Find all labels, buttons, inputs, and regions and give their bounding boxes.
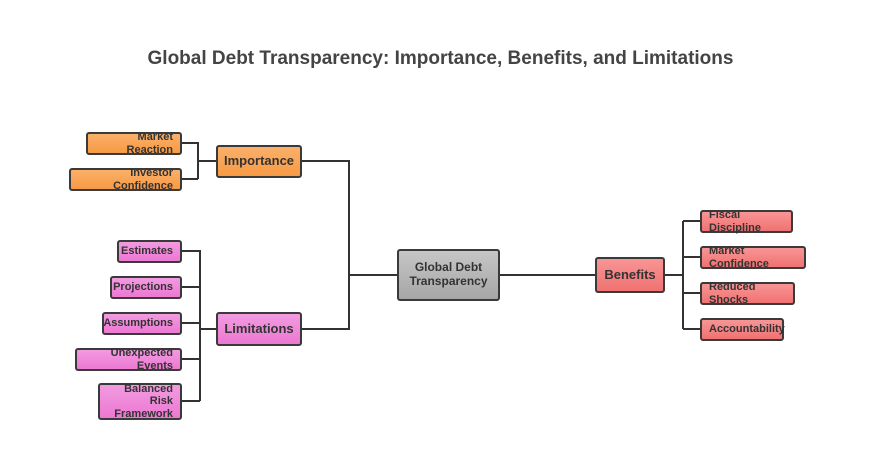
- benefits-item-accountability: Accountability: [700, 318, 785, 341]
- benefits-item-label: Reduced Shocks: [709, 280, 756, 306]
- importance-item-investor-confidence: Investor Confidence: [69, 166, 182, 192]
- limitations-item-label: Projections: [113, 281, 173, 294]
- benefits-item-label: Fiscal Discipline: [709, 208, 761, 234]
- importance-item-label: Investor Confidence: [113, 166, 173, 192]
- limitations-item-unexpected-events: Unexpected Events: [75, 346, 182, 372]
- label-line: Framework: [114, 407, 173, 420]
- benefits-item-market-confidence: Market Confidence: [700, 244, 806, 270]
- benefits-item-fiscal-discipline: Fiscal Discipline: [700, 208, 793, 234]
- limitations-item-label: Balanced Risk Framework: [107, 383, 173, 421]
- limitations-label: Limitations: [224, 320, 294, 336]
- limitations-item-balanced-risk-framework: Balanced Risk Framework: [98, 383, 182, 420]
- benefits-item-label: Market Confidence: [709, 244, 769, 270]
- limitations-item-estimates: Estimates: [117, 240, 182, 263]
- limitations-item-projections: Projections: [110, 276, 182, 299]
- limitations-item-label: Estimates: [121, 245, 173, 258]
- importance-node: Importance: [216, 145, 302, 178]
- limitations-item-label: Assumptions: [103, 317, 173, 330]
- limitations-node: Limitations: [216, 312, 302, 346]
- label-line: Balanced Risk: [124, 382, 173, 408]
- benefits-item-label: Accountability: [709, 323, 785, 336]
- importance-item-market-reaction: Market Reaction: [86, 130, 182, 156]
- center-node: Global Debt Transparency: [397, 249, 500, 301]
- limitations-item-label: Unexpected Events: [110, 346, 173, 372]
- importance-item-label: Market Reaction: [126, 130, 173, 156]
- benefits-node: Benefits: [595, 257, 665, 293]
- importance-label: Importance: [223, 153, 295, 169]
- label-line: Global Debt: [414, 260, 483, 275]
- benefits-item-reduced-shocks: Reduced Shocks: [700, 280, 795, 306]
- limitations-item-assumptions: Assumptions: [102, 312, 182, 335]
- center-label: Global Debt Transparency: [409, 260, 488, 289]
- connector-benefits-items: [665, 220, 700, 330]
- connector-limitations-items: [182, 250, 216, 402]
- benefits-label: Benefits: [604, 266, 656, 282]
- label-line: Transparency: [409, 274, 488, 288]
- connector-importance-items: [182, 142, 216, 180]
- diagram-title: Global Debt Transparency: Importance, Be…: [147, 48, 734, 69]
- connector-left-trunk: [302, 160, 397, 330]
